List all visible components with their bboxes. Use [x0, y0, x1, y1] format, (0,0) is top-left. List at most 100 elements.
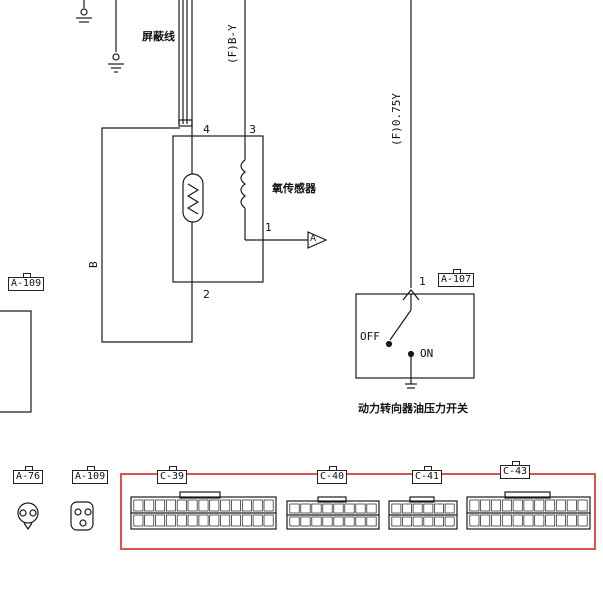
- pin-cell: [491, 514, 501, 527]
- pin-cell: [577, 514, 588, 527]
- heater-element: [182, 124, 204, 282]
- pin-cell: [209, 499, 220, 512]
- connector-tag-c40: C-40: [317, 466, 348, 484]
- wire-075y-label: (F)0.75Y: [390, 93, 403, 146]
- left-component-box: [0, 310, 32, 413]
- pin-cell: [391, 503, 402, 514]
- pin-cell: [333, 516, 344, 527]
- switch-box: [355, 293, 475, 379]
- wire-b-label: B: [87, 261, 100, 268]
- oxygen-sensor-label: 氧传感器: [272, 182, 316, 195]
- pin-cell: [231, 499, 241, 512]
- pin-cell: [523, 514, 534, 527]
- pin-cell: [322, 503, 333, 514]
- switch-pin-1: 1: [419, 275, 426, 288]
- pin-cell: [220, 499, 231, 512]
- pin-cell: [133, 514, 144, 527]
- pin-cell: [344, 503, 355, 514]
- pin-cell: [412, 503, 423, 514]
- pin-cell: [366, 516, 377, 527]
- pin-cell: [402, 516, 412, 527]
- connector-tag-a107: A-107: [438, 269, 475, 287]
- pin-cell: [444, 516, 455, 527]
- switch-symbol: [385, 289, 420, 389]
- pin-cell: [187, 514, 198, 527]
- pin-cell: [534, 499, 545, 512]
- pin-cell: [523, 499, 534, 512]
- sensor-pin-2: 2: [203, 288, 210, 301]
- pin-cell: [423, 503, 434, 514]
- pin-cell: [501, 499, 512, 512]
- ground-icon-top: [76, 0, 92, 23]
- pin-cell: [391, 516, 402, 527]
- pin-cell: [231, 514, 241, 527]
- pin-cell: [263, 499, 274, 512]
- pin-cell: [555, 499, 566, 512]
- pin-cell: [187, 499, 198, 512]
- connector-c43: [466, 491, 591, 530]
- shield-wire-label: 屏蔽线: [142, 30, 175, 43]
- pin-cell: [344, 516, 355, 527]
- pin-cell: [155, 514, 166, 527]
- pin-cell: [176, 499, 187, 512]
- ground-icon-left: [108, 0, 124, 73]
- highlight-frame: [120, 473, 596, 550]
- pin-cell: [444, 503, 455, 514]
- pin-cell: [512, 499, 523, 512]
- pin-cell: [434, 503, 444, 514]
- pin-cell: [144, 514, 155, 527]
- sensor-coil: [240, 136, 328, 249]
- connector-tag-c39: C-39: [157, 466, 188, 484]
- connector-tag-a109-left: A-109: [8, 273, 45, 291]
- pin-cell: [491, 499, 501, 512]
- switch-off-label: OFF: [360, 330, 380, 343]
- connector-c41: [388, 496, 458, 530]
- wire-b-y-label: (F)B-Y: [226, 24, 239, 64]
- pin-cell: [263, 514, 274, 527]
- pin-cell: [545, 499, 556, 512]
- connector-tag-c43: C-43: [500, 461, 531, 479]
- connector-a76-icon: [17, 502, 39, 531]
- connector-c39: [130, 491, 277, 530]
- pin-cell: [300, 503, 311, 514]
- pin-cell: [322, 516, 333, 527]
- pin-cell: [252, 514, 263, 527]
- pin-cell: [300, 516, 311, 527]
- pin-cell: [355, 516, 366, 527]
- pin-cell: [165, 514, 176, 527]
- pin-cell: [423, 516, 434, 527]
- pin-cell: [333, 503, 344, 514]
- pin-cell: [512, 514, 523, 527]
- connector-tag-a76: A-76: [13, 466, 44, 484]
- pin-cell: [220, 514, 231, 527]
- pin-cell: [355, 503, 366, 514]
- pin-cell: [241, 499, 252, 512]
- pin-cell: [545, 514, 556, 527]
- connector-c40: [286, 496, 380, 530]
- arrow-a-label: A: [310, 234, 317, 244]
- pin-cell: [289, 516, 300, 527]
- pin-cell: [198, 514, 209, 527]
- pin-cell: [241, 514, 252, 527]
- pin-cell: [176, 514, 187, 527]
- connector-tag-c41: C-41: [412, 466, 443, 484]
- pin-cell: [252, 499, 263, 512]
- pin-cell: [311, 516, 322, 527]
- pin-cell: [480, 514, 491, 527]
- pin-cell: [469, 514, 480, 527]
- pin-cell: [133, 499, 144, 512]
- connector-tag-a109-bottom: A-109: [72, 466, 109, 484]
- pin-cell: [289, 503, 300, 514]
- pin-cell: [566, 499, 577, 512]
- pin-cell: [366, 503, 377, 514]
- oxygen-sensor-box: [172, 135, 264, 283]
- sensor-pin-4: 4: [203, 123, 210, 136]
- sensor-pin-3: 3: [249, 123, 256, 136]
- connector-a109-icon: [70, 501, 94, 531]
- pin-cell: [534, 514, 545, 527]
- pin-cell: [402, 503, 412, 514]
- pin-cell: [480, 499, 491, 512]
- pin-cell: [155, 499, 166, 512]
- pin-cell: [165, 499, 176, 512]
